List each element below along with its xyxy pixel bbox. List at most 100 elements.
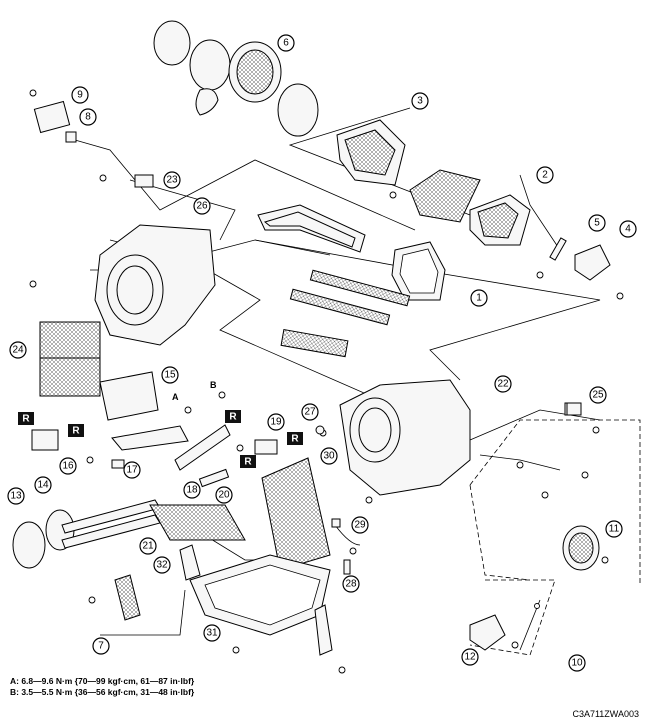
part-linkages bbox=[469, 402, 601, 499]
part-filters-24 bbox=[39, 321, 101, 397]
svg-text:13: 13 bbox=[10, 491, 22, 502]
svg-text:4: 4 bbox=[625, 224, 631, 235]
part-clip-25 bbox=[566, 402, 582, 416]
svg-text:25: 25 bbox=[592, 390, 604, 401]
svg-text:1: 1 bbox=[476, 293, 482, 304]
callout-9: 9 bbox=[71, 86, 89, 104]
svg-text:18: 18 bbox=[186, 485, 198, 496]
svg-text:R: R bbox=[244, 457, 252, 468]
part-actuator-9 bbox=[29, 89, 77, 143]
callout-3: 3 bbox=[411, 92, 429, 110]
part-blower-assembly bbox=[153, 20, 319, 137]
svg-text:24: 24 bbox=[12, 345, 24, 356]
part-heater-core-21 bbox=[149, 504, 246, 541]
callout-32: 32 bbox=[153, 556, 171, 574]
callout-24: 24 bbox=[9, 341, 27, 359]
part-actuator-4 bbox=[574, 244, 624, 300]
replace-badge: R bbox=[18, 412, 34, 425]
replace-badge: R bbox=[240, 455, 256, 468]
callout-25: 25 bbox=[589, 386, 607, 404]
svg-text:6: 6 bbox=[283, 38, 289, 49]
svg-text:R: R bbox=[229, 412, 237, 423]
ref-letter-b: B bbox=[210, 380, 217, 390]
callout-8: 8 bbox=[79, 108, 97, 126]
callout-6: 6 bbox=[277, 34, 295, 52]
svg-text:7: 7 bbox=[98, 641, 104, 652]
svg-text:26: 26 bbox=[196, 201, 208, 212]
callout-11: 11 bbox=[605, 520, 623, 538]
part-case-half-26 bbox=[29, 224, 216, 346]
callout-2: 2 bbox=[536, 166, 554, 184]
callout-30: 30 bbox=[320, 447, 338, 465]
callout-5: 5 bbox=[588, 214, 606, 232]
part-gear-11 bbox=[562, 525, 609, 571]
svg-text:22: 22 bbox=[497, 379, 509, 390]
callout-31: 31 bbox=[203, 624, 221, 642]
callout-10: 10 bbox=[568, 654, 586, 672]
svg-text:16: 16 bbox=[62, 461, 74, 472]
callout-20: 20 bbox=[215, 486, 233, 504]
svg-text:21: 21 bbox=[142, 541, 154, 552]
callout-27: 27 bbox=[301, 403, 319, 421]
part-grid-panel bbox=[409, 169, 481, 223]
svg-text:20: 20 bbox=[218, 490, 230, 501]
svg-text:8: 8 bbox=[85, 112, 91, 123]
part-pipe-18 bbox=[174, 391, 231, 471]
part-lower-case-31 bbox=[88, 554, 346, 674]
part-clip-17 bbox=[86, 456, 125, 469]
callout-14: 14 bbox=[34, 476, 52, 494]
svg-text:10: 10 bbox=[571, 658, 583, 669]
callout-28: 28 bbox=[342, 575, 360, 593]
part-insulator-15 bbox=[99, 371, 189, 451]
svg-text:27: 27 bbox=[304, 407, 316, 418]
svg-text:32: 32 bbox=[156, 560, 168, 571]
callout-19: 19 bbox=[267, 413, 285, 431]
svg-text:2: 2 bbox=[542, 170, 548, 181]
torque-note-a: A: 6.8—9.6 N·m {70—99 kgf·cm, 61—87 in·l… bbox=[10, 676, 195, 686]
part-door-7 bbox=[114, 574, 141, 621]
svg-text:R: R bbox=[291, 434, 299, 445]
svg-text:14: 14 bbox=[37, 480, 49, 491]
callout-16: 16 bbox=[59, 457, 77, 475]
part-dashed-boundary bbox=[469, 419, 641, 656]
callouts: 1 2 3 4 5 6 7 8 9 10 11 12 13 14 15 16 1… bbox=[7, 34, 637, 672]
part-sensor-29 bbox=[331, 518, 361, 555]
ref-letter-a: A bbox=[172, 392, 179, 402]
part-evaporator-30 bbox=[261, 457, 331, 571]
svg-text:23: 23 bbox=[166, 175, 178, 186]
callout-1: 1 bbox=[470, 289, 488, 307]
part-clip-27 bbox=[315, 425, 325, 435]
replace-badge: R bbox=[287, 432, 303, 445]
part-connector-32 bbox=[179, 544, 201, 581]
svg-text:17: 17 bbox=[126, 465, 138, 476]
leader-lines bbox=[74, 107, 601, 636]
part-clip-23 bbox=[99, 174, 154, 188]
torque-note-b: B: 3.5—5.5 N·m {36—56 kgf·cm, 31—48 in·l… bbox=[10, 687, 195, 697]
figure-code: C3A711ZWA003 bbox=[572, 709, 639, 719]
svg-text:R: R bbox=[72, 426, 80, 437]
callout-26: 26 bbox=[193, 197, 211, 215]
callout-4: 4 bbox=[619, 220, 637, 238]
part-main-housing-22 bbox=[319, 379, 471, 504]
callout-18: 18 bbox=[183, 481, 201, 499]
part-valve-19 bbox=[236, 439, 278, 455]
callout-23: 23 bbox=[163, 171, 181, 189]
part-filter-stack bbox=[280, 269, 411, 358]
part-actuator-2 bbox=[469, 194, 544, 279]
callout-12: 12 bbox=[461, 648, 479, 666]
callout-22: 22 bbox=[494, 375, 512, 393]
part-duct-frame bbox=[257, 204, 366, 253]
callout-7: 7 bbox=[92, 637, 110, 655]
replace-badge: R bbox=[225, 410, 241, 423]
svg-text:28: 28 bbox=[345, 579, 357, 590]
part-clip-28 bbox=[343, 559, 351, 575]
svg-text:12: 12 bbox=[464, 652, 476, 663]
part-actuator-12 bbox=[469, 614, 519, 651]
svg-text:R: R bbox=[22, 414, 30, 425]
callout-13: 13 bbox=[7, 487, 25, 505]
svg-text:5: 5 bbox=[594, 218, 600, 229]
svg-text:31: 31 bbox=[206, 628, 218, 639]
svg-text:29: 29 bbox=[354, 520, 366, 531]
